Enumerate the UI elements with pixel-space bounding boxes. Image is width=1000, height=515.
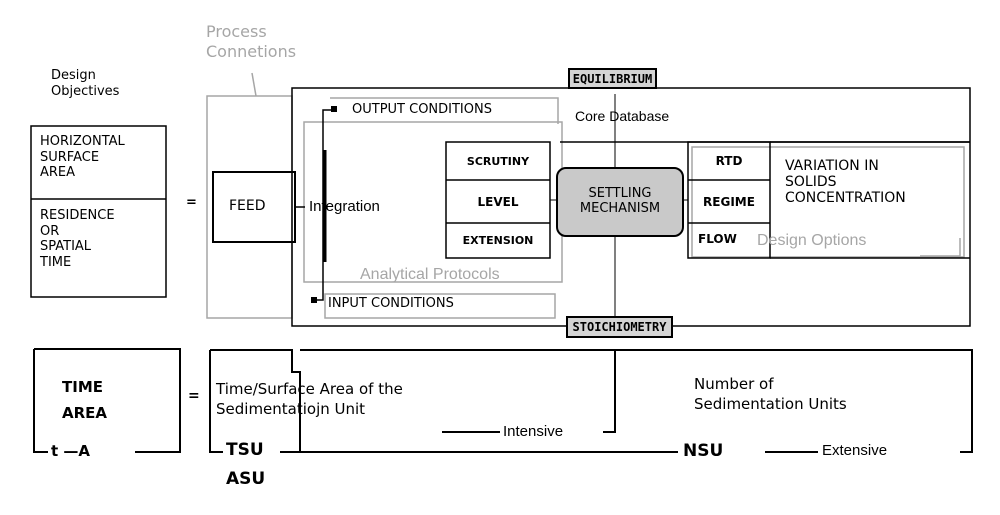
design-objectives-line-2: Objectives (51, 83, 120, 99)
residence-line-2: OR (40, 223, 60, 239)
process-connections-line-2: Connetions (206, 42, 297, 61)
t-a-label: t —A (51, 442, 91, 460)
design-objectives-line-1: Design (51, 68, 96, 83)
hsa-line-2: SURFACE (40, 149, 100, 165)
time-surface-area-label: Time/Surface Area of the Sedimentatiojn … (216, 380, 403, 419)
level-cell: LEVEL (477, 194, 519, 209)
integration-label: Integration (309, 198, 380, 215)
design-objectives-label: Design Objectives (51, 68, 119, 99)
process-connections-line-1: Process (206, 22, 267, 41)
residence-line-1: RESIDENCE (40, 208, 115, 223)
time-area-frame (33, 348, 181, 453)
settling-mechanism-line-1: SETTLING (588, 186, 652, 202)
scrutiny-cell: SCRUTINY (466, 154, 530, 168)
number-units-line-2: Sedimentation Units (694, 394, 847, 413)
time-area-label: TIME AREA (62, 374, 107, 427)
process-connections-pointer (251, 72, 257, 97)
output-grey-box (330, 97, 559, 124)
outer-bracket (300, 349, 973, 453)
area-label: AREA (62, 404, 108, 423)
residence-line-3: SPATIAL (40, 239, 92, 255)
extensive-label: Extensive (822, 442, 888, 459)
residence-spatial-time: RESIDENCE OR SPATIAL TIME (40, 208, 115, 270)
variation-line-2: SOLIDS (785, 174, 837, 191)
time-surface-line-2: Sedimentatiojn Unit (216, 399, 366, 418)
hsa-line-3: AREA (40, 165, 76, 181)
settling-mechanism-line-2: MECHANISM (579, 201, 661, 216)
regime-cell: REGIME (703, 194, 755, 209)
variation-line-3: CONCENTRATION (785, 190, 906, 207)
number-of-units-label: Number of Sedimentation Units (694, 375, 847, 414)
process-connections-label: Process Connetions (206, 22, 296, 62)
variation-line-1: VARIATION IN (785, 158, 879, 174)
integration-bracket (312, 109, 335, 301)
lower-equals-sign: = (188, 388, 200, 404)
design-options-label: Design Options (757, 232, 867, 249)
intensive-label: Intensive (503, 423, 564, 440)
tsu-frame (209, 349, 301, 453)
input-conditions-label: INPUT CONDITIONS (328, 296, 454, 311)
equilibrium-tag: EQUILIBRIUM (568, 68, 657, 89)
tsu-label: TSU (226, 440, 264, 460)
design-options-frame (691, 146, 965, 258)
number-units-line-1: Number of (694, 375, 774, 393)
stoichiometry-tag: STOICHIOMETRY (566, 316, 673, 338)
output-conditions-label: OUTPUT CONDITIONS (352, 102, 492, 117)
core-database-label: Core Database (575, 108, 670, 124)
design-options-bracket (920, 238, 961, 257)
horizontal-surface-area: HORIZONTAL SURFACE AREA (40, 134, 125, 181)
nsu-label: NSU (683, 441, 724, 461)
equals-sign: = (186, 195, 197, 210)
extension-cell: EXTENSION (462, 234, 534, 247)
hsa-line-1: HORIZONTAL (40, 134, 125, 149)
settling-mechanism-box: SETTLING MECHANISM (556, 167, 684, 237)
time-label: TIME (62, 378, 103, 396)
residence-line-4: TIME (40, 254, 72, 270)
flow-cell: FLOW (698, 232, 737, 246)
design-objectives-box (30, 125, 167, 298)
feed-label: FEED (229, 198, 266, 214)
input-grey-box (324, 293, 556, 319)
rtd-cell: RTD (715, 154, 743, 168)
asu-label: ASU (226, 469, 266, 489)
time-surface-line-1: Time/Surface Area of the (216, 380, 403, 398)
analytical-protocols-label: Analytical Protocols (360, 266, 500, 283)
variation-in-solids-concentration: VARIATION IN SOLIDS CONCENTRATION (785, 158, 906, 206)
